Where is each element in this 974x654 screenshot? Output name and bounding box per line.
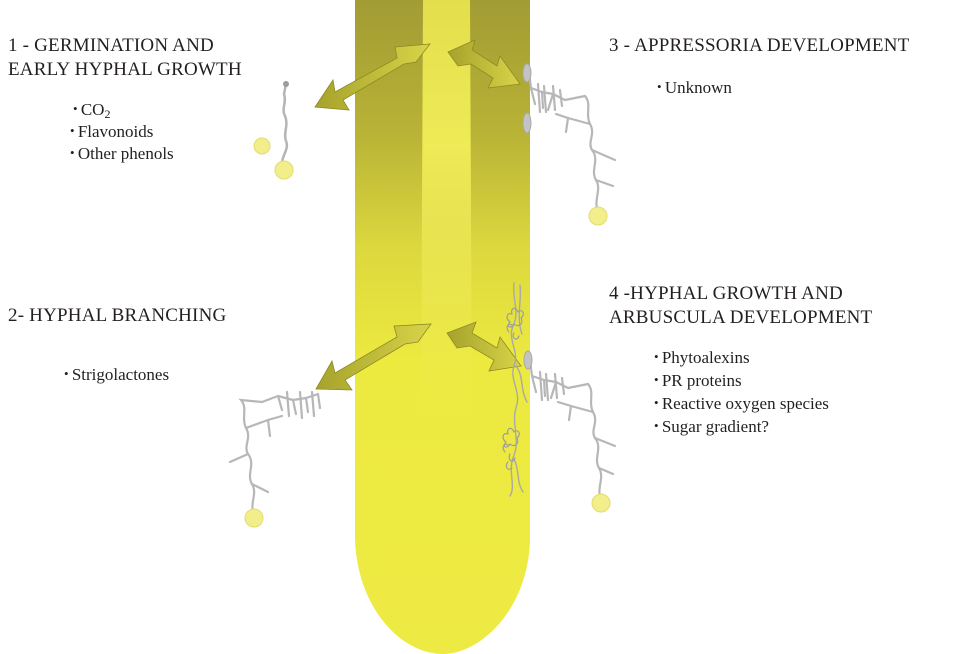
factor-co2-text: CO [81, 100, 105, 119]
spore-arbuscule [592, 494, 610, 512]
arbuscula-factor-list: Phytoalexins PR proteins Reactive oxygen… [654, 346, 829, 438]
appressorium-lower [523, 113, 531, 133]
appressorium-upper [523, 64, 531, 82]
heading-appressoria: 3 - APPRESSORIA DEVELOPMENT [609, 34, 909, 58]
factor-unknown: Unknown [657, 76, 732, 98]
factor-strigolactones: Strigolactones [64, 363, 169, 385]
heading-arbuscula: 4 -HYPHAL GROWTH AND ARBUSCULA DEVELOPME… [609, 282, 872, 330]
heading-branching-line1: 2- HYPHAL BRANCHING [8, 304, 226, 328]
arbuscule-hypha [524, 351, 615, 512]
germ-tube [282, 84, 287, 167]
germinating-spore [254, 81, 293, 179]
spore-appressoria [589, 207, 607, 225]
heading-arbuscula-line2: ARBUSCULA DEVELOPMENT [609, 306, 872, 330]
branching-factor-list: Strigolactones [64, 363, 169, 385]
co2-subscript: 2 [104, 107, 110, 121]
factor-reactive-oxygen-species: Reactive oxygen species [654, 392, 829, 415]
factor-pr-proteins: PR proteins [654, 369, 829, 392]
heading-branching: 2- HYPHAL BRANCHING [8, 304, 226, 328]
appressorium-arbuscule [524, 351, 532, 369]
appressoria-hypha [523, 64, 615, 225]
factor-sugar-gradient: Sugar gradient? [654, 415, 829, 438]
spore-branching [245, 509, 263, 527]
spore-large [275, 161, 293, 179]
factor-co2: CO2 [70, 98, 174, 120]
branching-hypha [230, 392, 320, 527]
heading-appressoria-line1: 3 - APPRESSORIA DEVELOPMENT [609, 34, 909, 58]
germ-tube-tip [283, 81, 289, 87]
factor-other-phenols: Other phenols [70, 142, 174, 164]
heading-germination-line2: EARLY HYPHAL GROWTH [8, 58, 242, 82]
heading-arbuscula-line1: 4 -HYPHAL GROWTH AND [609, 282, 872, 306]
heading-germination-line1: 1 - GERMINATION AND [8, 34, 242, 58]
germination-factor-list: CO2 Flavonoids Other phenols [70, 98, 174, 164]
spore-small [254, 138, 270, 154]
factor-flavonoids: Flavonoids [70, 120, 174, 142]
factor-phytoalexins: Phytoalexins [654, 346, 829, 369]
appressoria-factor-list: Unknown [657, 76, 732, 98]
heading-germination: 1 - GERMINATION AND EARLY HYPHAL GROWTH [8, 34, 242, 82]
plant-root [355, 0, 530, 654]
